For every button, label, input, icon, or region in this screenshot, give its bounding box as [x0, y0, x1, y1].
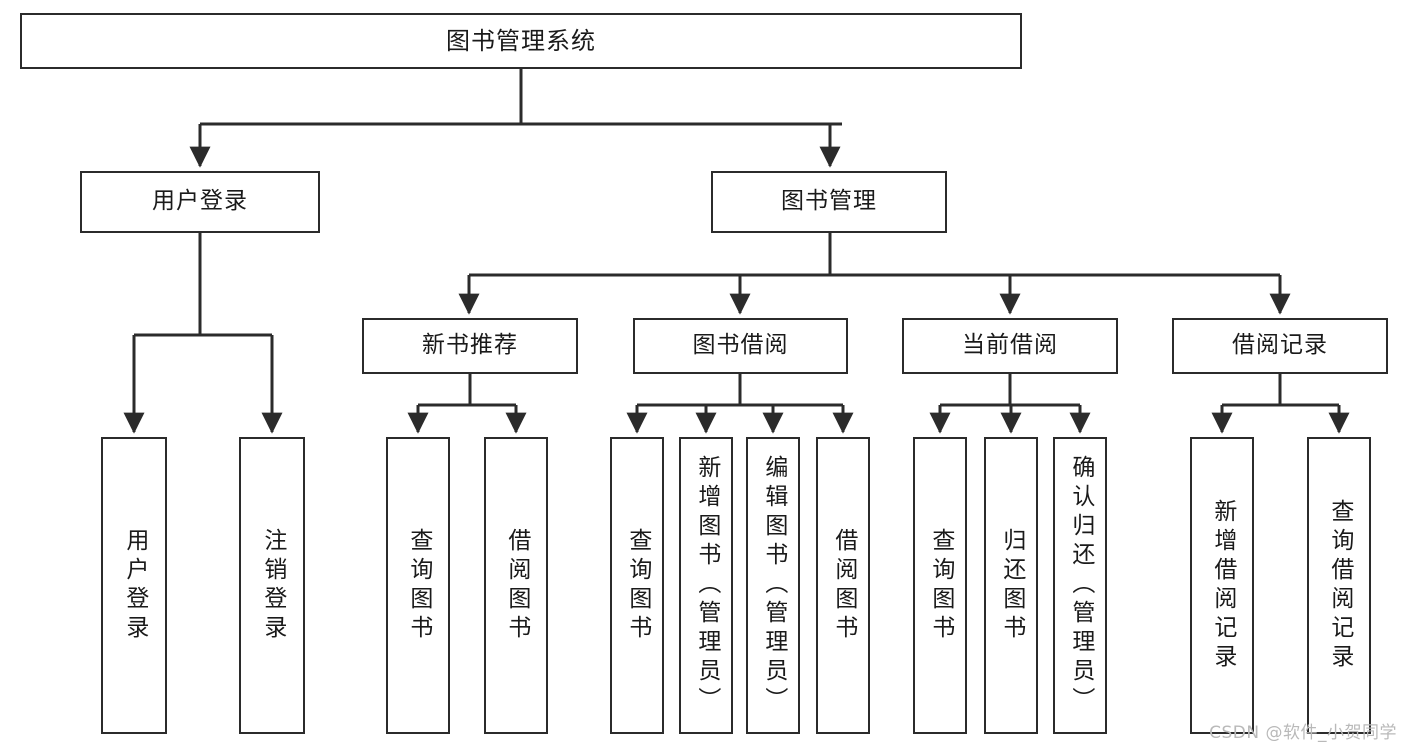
- node-leaf-query-book-3-label: 查询图书: [927, 527, 954, 644]
- node-leaf-add-record-label: 新增借阅记录: [1209, 498, 1236, 673]
- node-current-borrow[interactable]: 当前借阅: [902, 318, 1118, 374]
- node-borrow-record-label: 借阅记录: [1232, 332, 1328, 359]
- node-leaf-query-book-1[interactable]: 查询图书: [386, 437, 450, 734]
- node-leaf-query-book-1-label: 查询图书: [405, 527, 432, 644]
- node-book-management[interactable]: 图书管理: [711, 171, 947, 233]
- node-leaf-query-book-3[interactable]: 查询图书: [913, 437, 967, 734]
- node-new-book-recommend[interactable]: 新书推荐: [362, 318, 578, 374]
- node-new-book-recommend-label: 新书推荐: [422, 332, 518, 359]
- node-leaf-return-book-label: 归还图书: [998, 527, 1025, 644]
- node-root-system[interactable]: 图书管理系统: [20, 13, 1022, 69]
- node-leaf-query-record[interactable]: 查询借阅记录: [1307, 437, 1371, 734]
- csdn-watermark: CSDN @软件_小贺同学: [1209, 723, 1397, 743]
- node-user-login-label: 用户登录: [152, 188, 248, 215]
- node-leaf-query-book-2[interactable]: 查询图书: [610, 437, 664, 734]
- node-leaf-confirm-return-label: 确认归还（管理员）: [1067, 455, 1094, 716]
- node-current-borrow-label: 当前借阅: [962, 332, 1058, 359]
- node-leaf-edit-book[interactable]: 编辑图书（管理员）: [746, 437, 800, 734]
- node-leaf-return-book[interactable]: 归还图书: [984, 437, 1038, 734]
- node-leaf-borrow-book-1[interactable]: 借阅图书: [484, 437, 548, 734]
- node-leaf-logout-label: 注销登录: [259, 527, 286, 644]
- node-leaf-query-book-2-label: 查询图书: [624, 527, 651, 644]
- node-root-system-label: 图书管理系统: [446, 26, 596, 55]
- node-leaf-add-book-label: 新增图书（管理员）: [693, 455, 720, 716]
- node-leaf-borrow-book-2-label: 借阅图书: [830, 527, 857, 644]
- node-leaf-edit-book-label: 编辑图书（管理员）: [760, 455, 787, 716]
- node-leaf-add-record[interactable]: 新增借阅记录: [1190, 437, 1254, 734]
- node-leaf-user-login-label: 用户登录: [121, 527, 148, 644]
- node-leaf-query-record-label: 查询借阅记录: [1326, 498, 1353, 673]
- node-leaf-user-login[interactable]: 用户登录: [101, 437, 167, 734]
- node-borrow-record[interactable]: 借阅记录: [1172, 318, 1388, 374]
- node-leaf-logout[interactable]: 注销登录: [239, 437, 305, 734]
- node-leaf-confirm-return[interactable]: 确认归还（管理员）: [1053, 437, 1107, 734]
- node-leaf-borrow-book-1-label: 借阅图书: [503, 527, 530, 644]
- node-book-borrow-label: 图书借阅: [692, 332, 789, 359]
- node-book-management-label: 图书管理: [781, 188, 877, 215]
- node-book-borrow[interactable]: 图书借阅: [633, 318, 848, 374]
- node-leaf-borrow-book-2[interactable]: 借阅图书: [816, 437, 870, 734]
- node-user-login[interactable]: 用户登录: [80, 171, 320, 233]
- node-leaf-add-book[interactable]: 新增图书（管理员）: [679, 437, 733, 734]
